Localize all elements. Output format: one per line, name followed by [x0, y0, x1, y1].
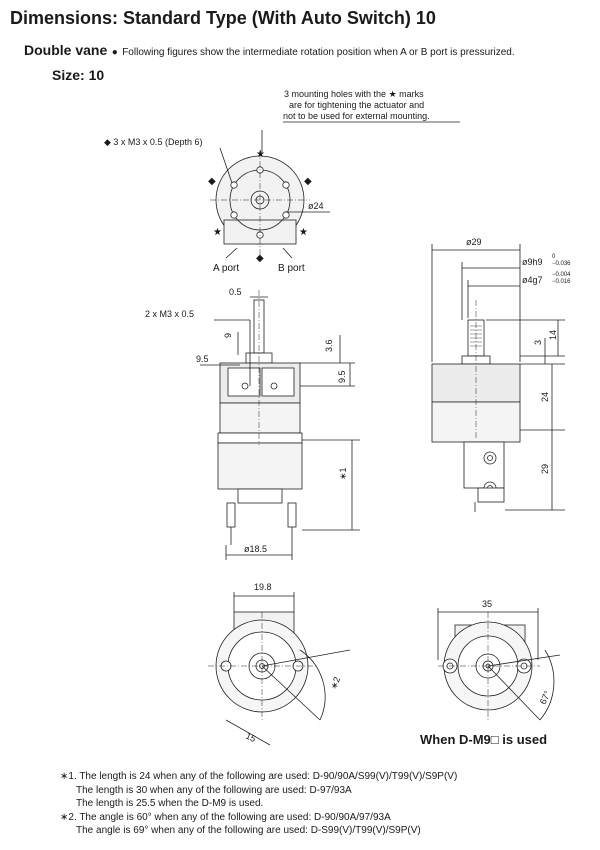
diamond-mark-icon: ◆ [208, 176, 216, 187]
footnote-line: ∗1. The length is 24 when any of the fol… [60, 771, 458, 782]
side-view [431, 244, 565, 512]
top-view: ★ ★ ★ ◆ ◆ ◆ [208, 130, 330, 264]
a-port-label: A port [213, 263, 239, 274]
diamond-mark-icon: ◆ [304, 176, 312, 187]
angle-67: 67° [538, 689, 553, 706]
star1-mark: ∗1 [338, 467, 348, 480]
tap-label: ◆ 3 x M3 x 0.5 (Depth 6) [104, 137, 202, 147]
dim-0-5: 0.5 [229, 287, 242, 297]
m9-caption: When D-M9□ is used [420, 732, 548, 747]
top-view-hole [230, 181, 238, 189]
bottom-right-view [437, 608, 561, 721]
fit-2-lower: −0.016 [552, 279, 571, 285]
dim-15: 15 [244, 731, 257, 744]
intro-note: Following figures show the intermediate … [122, 47, 515, 58]
star2-mark: ∗2 [328, 675, 342, 690]
dim-29: 29 [540, 464, 550, 474]
footnote-line: The angle is 69° when any of the followi… [76, 825, 421, 836]
footnote-line: The length is 30 when any of the followi… [76, 784, 352, 796]
front-view [200, 290, 360, 560]
fit-2: ø4g7 [522, 275, 543, 285]
dim-9-5-left: 9.5 [196, 354, 209, 364]
mount-note-line: not to be used for external mounting. [283, 111, 430, 121]
dim-9-5-right: 9.5 [337, 370, 347, 383]
top-view-hole [230, 211, 238, 219]
page-title: Dimensions: Standard Type (With Auto Swi… [10, 8, 436, 28]
dia-29: ø29 [466, 237, 482, 247]
dim-19-8: 19.8 [254, 582, 272, 592]
mount-note-line: 3 mounting holes with the ★ marks [284, 89, 424, 99]
fit-1-upper: 0 [552, 254, 556, 260]
star-mark-icon: ★ [299, 227, 308, 238]
tap-2-label: 2 x M3 x 0.5 [145, 309, 194, 319]
mount-note-line: are for tightening the actuator and [289, 100, 424, 110]
vane-type-label: Double vane [24, 42, 108, 58]
footnote-line: The length is 25.5 when the D-M9 is used… [76, 798, 264, 809]
footnote-line: ∗2. The angle is 60° when any of the fol… [60, 811, 391, 823]
fit-1: ø9h9 [522, 257, 543, 267]
star-mark-icon: ★ [213, 227, 222, 238]
footnotes: ∗1. The length is 24 when any of the fol… [60, 770, 457, 838]
bottom-left-view [208, 592, 351, 746]
fit-2-upper: −0.004 [552, 272, 571, 278]
dim-3: 3 [533, 340, 543, 345]
top-view-hole [282, 211, 290, 219]
b-port-label: B port [278, 263, 305, 274]
vane-subtitle-row: Double vane ● Following figures show the… [24, 42, 515, 60]
star-mark-icon: ★ [256, 149, 265, 160]
dia-18-5: ø18.5 [244, 544, 267, 554]
dia-24-label: ø24 [308, 201, 324, 211]
top-view-hole [282, 181, 290, 189]
dim-24: 24 [540, 392, 550, 402]
dim-14: 14 [548, 330, 558, 340]
diamond-mark-icon: ◆ [256, 253, 264, 264]
size-label: Size: 10 [52, 67, 105, 83]
dim-3-6: 3.6 [324, 339, 334, 352]
dim-35: 35 [482, 599, 492, 609]
dim-9: 9 [223, 333, 233, 338]
fit-1-lower: −0.036 [552, 261, 571, 267]
bullet-icon: ● [111, 47, 118, 58]
